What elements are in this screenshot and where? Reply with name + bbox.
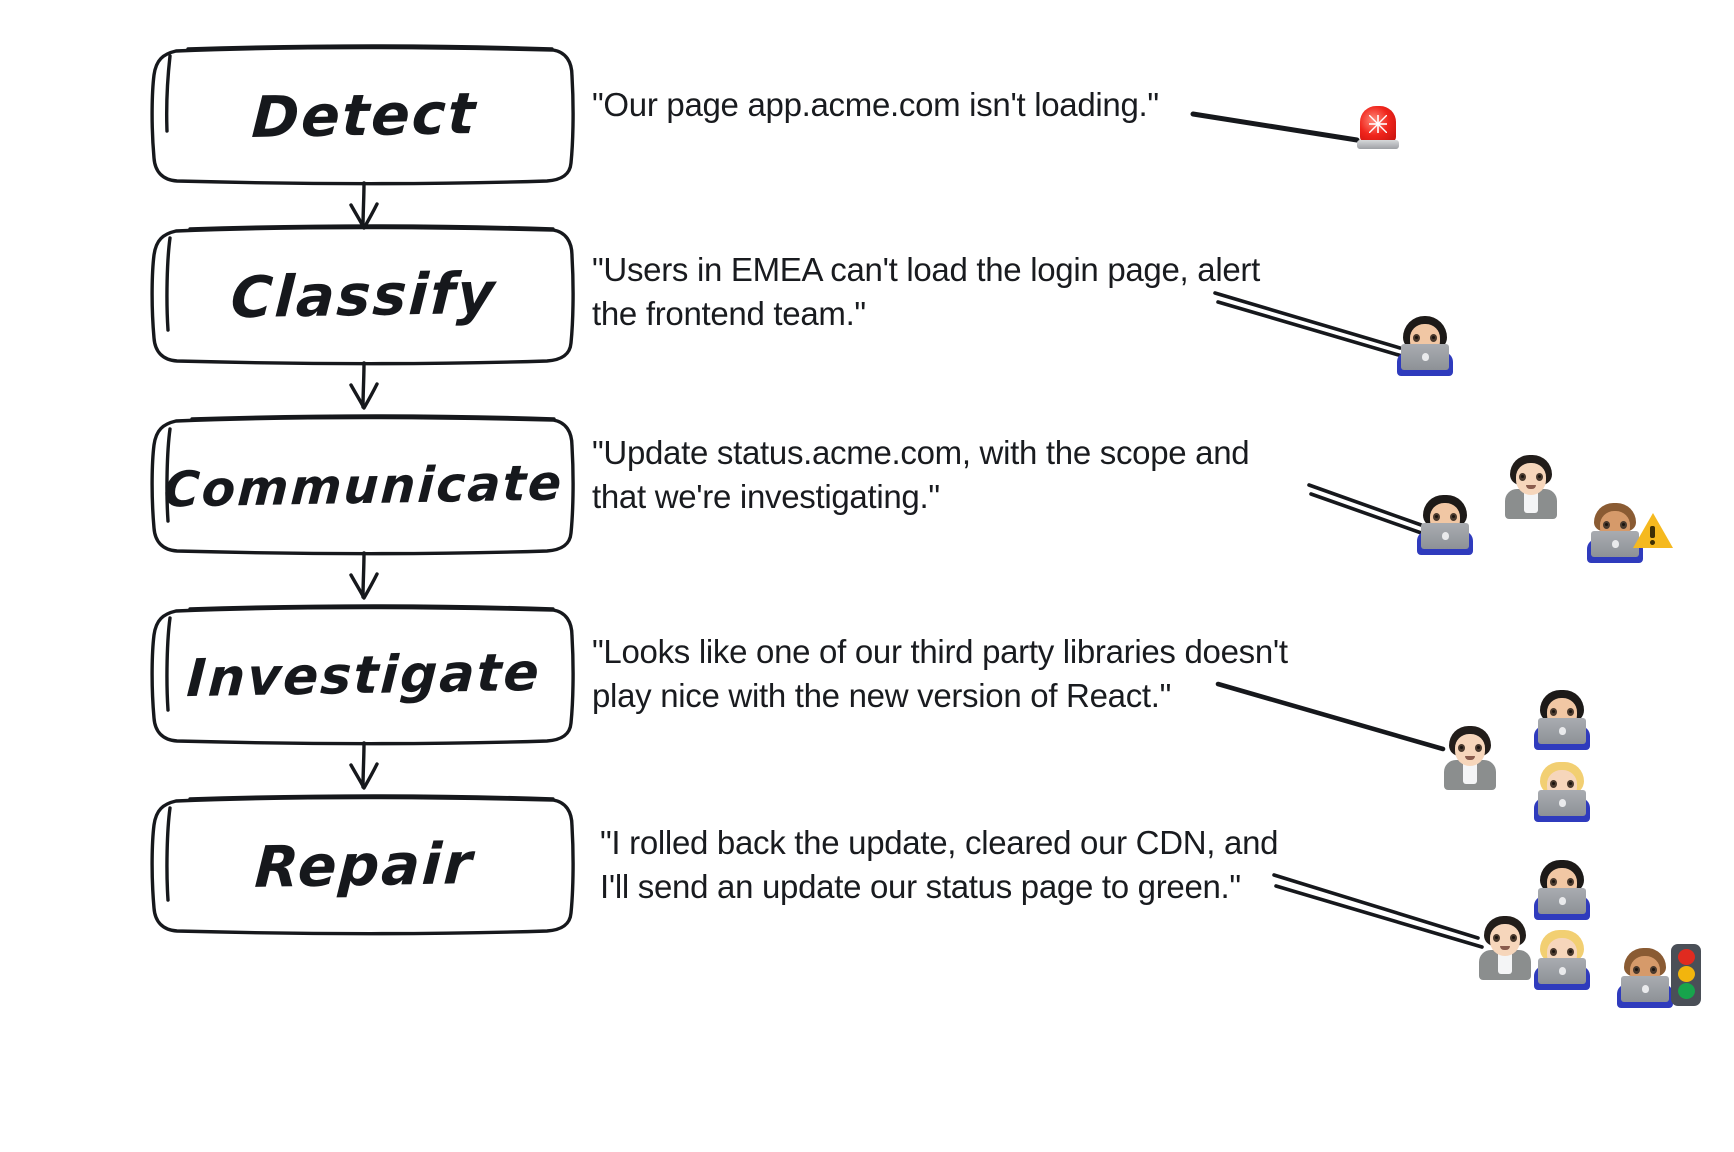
flow-box-label-repair: Repair: [252, 831, 476, 901]
blonde-woman-technologist-emoji: [1532, 930, 1592, 994]
traffic-light-red: [1677, 949, 1695, 965]
flow-box-detect[interactable]: Detect: [154, 46, 574, 186]
man-technologist-emoji: [1585, 503, 1645, 567]
office-worker-emoji: [1440, 726, 1500, 790]
person-laptop: [1538, 790, 1586, 816]
person-laptop: [1538, 888, 1586, 914]
person-eye-right: [1450, 513, 1457, 521]
woman-technologist-emoji: [1415, 495, 1475, 559]
warning-bang: [1650, 526, 1655, 538]
person-eye-left: [1519, 473, 1526, 481]
person-laptop: [1591, 531, 1639, 557]
man-technologist-emoji: [1615, 948, 1675, 1012]
person-eye-right: [1567, 780, 1574, 788]
quote-investigate: "Looks like one of our third party libra…: [592, 633, 1288, 714]
quote-communicate: "Update status.acme.com, with the scope …: [592, 434, 1250, 515]
flow-box-label-investigate: Investigate: [185, 642, 543, 710]
person-eye-left: [1603, 521, 1610, 529]
siren-flash: [1369, 115, 1387, 133]
actor-group-investigate: [1440, 690, 1670, 840]
traffic-light-amber: [1677, 966, 1695, 982]
person-eye-right: [1475, 744, 1482, 752]
siren-base: [1357, 140, 1399, 149]
traffic-light-green: [1677, 983, 1695, 999]
office-worker-emoji: [1475, 916, 1535, 980]
person-mouth: [1500, 946, 1510, 950]
flow-box-repair[interactable]: Repair: [154, 796, 574, 936]
person-mouth: [1526, 485, 1536, 489]
quote-classify: "Users in EMEA can't load the login page…: [592, 251, 1260, 332]
person-laptop: [1538, 958, 1586, 984]
actor-group-classify: [1395, 316, 1475, 396]
actor-group-communicate: [1415, 455, 1675, 565]
person-eye-left: [1633, 966, 1640, 974]
person-eye-left: [1550, 780, 1557, 788]
flow-box-label-detect: Detect: [249, 81, 479, 151]
actor-group-detect: [1356, 104, 1416, 164]
quote-detect: "Our page app.acme.com isn't loading.": [592, 86, 1159, 123]
warning-dot: [1650, 540, 1655, 545]
quote-repair: "I rolled back the update, cleared our C…: [600, 824, 1279, 905]
person-suit: [1505, 489, 1557, 519]
person-eye-right: [1510, 934, 1517, 942]
flow-box-label-communicate: Communicate: [162, 454, 566, 518]
person-eye-left: [1550, 878, 1557, 886]
person-eye-right: [1567, 878, 1574, 886]
flow-box-classify[interactable]: Classify: [154, 226, 574, 366]
person-eye-right: [1567, 708, 1574, 716]
person-mouth: [1465, 756, 1475, 760]
person-eye-right: [1430, 334, 1437, 342]
woman-technologist-emoji: [1395, 316, 1455, 380]
person-laptop: [1621, 976, 1669, 1002]
flow-box-communicate[interactable]: Communicate: [154, 416, 574, 556]
flow-box-investigate[interactable]: Investigate: [154, 606, 574, 746]
woman-technologist-emoji: [1532, 860, 1592, 924]
person-eye-left: [1550, 708, 1557, 716]
siren-emoji: [1356, 104, 1400, 154]
person-eye-left: [1493, 934, 1500, 942]
woman-technologist-emoji: [1532, 690, 1592, 754]
traffic-light-emoji: [1671, 944, 1701, 1006]
person-laptop: [1421, 523, 1469, 549]
blonde-woman-technologist-emoji: [1532, 762, 1592, 826]
person-eye-left: [1413, 334, 1420, 342]
person-laptop: [1538, 718, 1586, 744]
actor-group-repair: [1475, 860, 1725, 1030]
office-worker-emoji: [1501, 455, 1561, 519]
person-laptop: [1401, 344, 1449, 370]
person-suit: [1479, 950, 1531, 980]
person-eye-right: [1567, 948, 1574, 956]
warning-sign-emoji: [1633, 513, 1673, 549]
person-eye-left: [1458, 744, 1465, 752]
person-eye-right: [1620, 521, 1627, 529]
person-eye-right: [1650, 966, 1657, 974]
flow-box-label-classify: Classify: [229, 260, 499, 332]
person-eye-left: [1433, 513, 1440, 521]
person-eye-left: [1550, 948, 1557, 956]
person-eye-right: [1536, 473, 1543, 481]
